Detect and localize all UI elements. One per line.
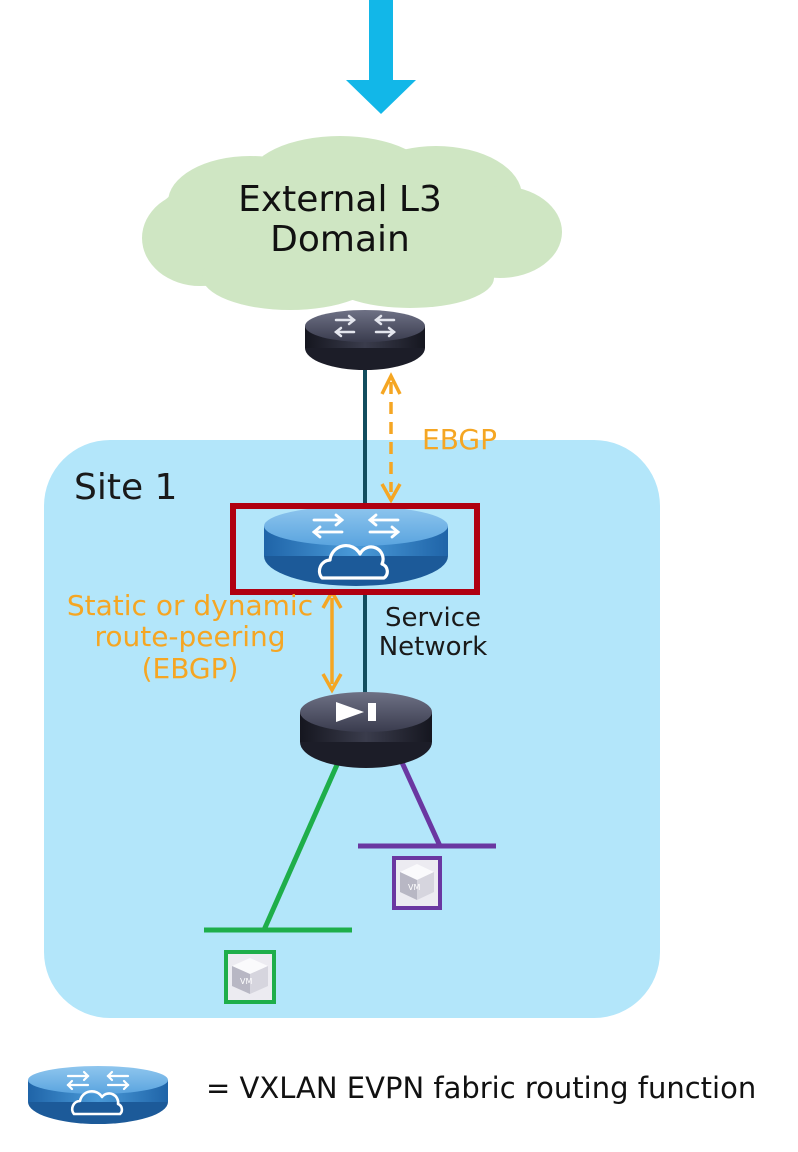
service-network-label-line-1: Service bbox=[384, 603, 482, 633]
vxlan-fabric-router-icon bbox=[28, 1066, 168, 1124]
external-l3-cloud bbox=[142, 136, 562, 310]
site-label: Site 1 bbox=[74, 467, 178, 508]
purple-network-link bbox=[397, 756, 443, 848]
cloud-label-line-2: Domain bbox=[270, 219, 410, 261]
fabric-router-highlight bbox=[230, 503, 480, 595]
incoming-traffic-arrow bbox=[346, 0, 416, 114]
green-network-link bbox=[261, 756, 343, 932]
route-peering-label: Static or dynamic route-peering (EBGP) bbox=[40, 590, 340, 684]
vm-label: VM bbox=[240, 977, 252, 986]
route-peering-label-line-2: route-peering bbox=[94, 620, 286, 654]
service-network-label-line-2: Network bbox=[378, 632, 488, 663]
vm-label: VM bbox=[408, 883, 420, 892]
route-peering-label-line-1: Static or dynamic bbox=[66, 589, 314, 622]
ebgp-label: EBGP bbox=[422, 423, 497, 456]
legend-text: = VXLAN EVPN fabric routing function bbox=[206, 1071, 757, 1105]
service-node-icon bbox=[300, 692, 432, 768]
vxlan-fabric-router-icon bbox=[264, 506, 448, 586]
external-l3-domain-label: External L3 Domain bbox=[170, 179, 510, 261]
router-icon bbox=[305, 310, 425, 370]
vm-icon: VM bbox=[224, 950, 276, 1004]
cloud-label-line-1: External L3 bbox=[238, 179, 442, 220]
service-network-label: Service Network bbox=[370, 603, 496, 663]
route-peering-label-line-3: (EBGP) bbox=[141, 651, 239, 685]
vm-icon: VM bbox=[392, 856, 442, 910]
ebgp-session-arrow bbox=[380, 372, 402, 504]
